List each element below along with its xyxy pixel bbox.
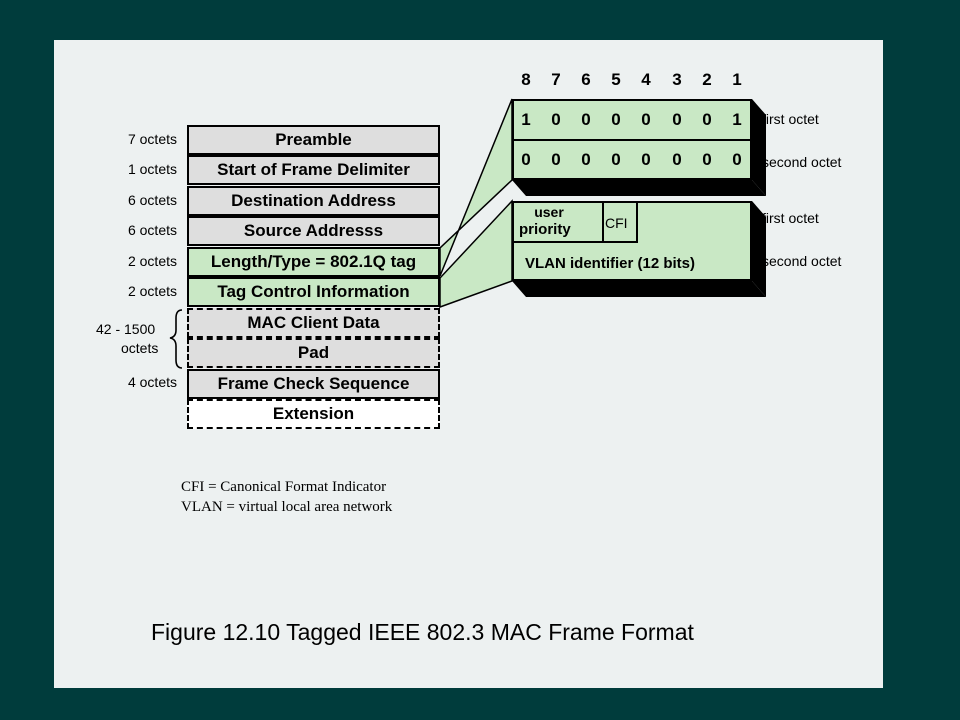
size-label-preamble: 7 octets — [127, 131, 177, 147]
tci-wedge — [439, 199, 513, 309]
tag-type-box-shadow-side — [752, 99, 766, 196]
octet-divider — [514, 139, 750, 141]
user-priority-line2: priority — [519, 221, 571, 238]
bit-value: 0 — [702, 150, 712, 169]
tag-type-box — [512, 99, 752, 180]
bit-value: 0 — [521, 150, 531, 169]
cfi-cell: CFI — [602, 203, 638, 243]
frame-row-extension: Extension — [187, 399, 440, 429]
size-label-fcs: 4 octets — [127, 374, 177, 390]
bit-number: 3 — [672, 70, 682, 89]
bit-number: 8 — [521, 70, 531, 89]
size-label-sfd: 1 octets — [127, 161, 177, 177]
figure-caption: Figure 12.10 Tagged IEEE 802.3 MAC Frame… — [151, 619, 694, 645]
bit-value: 0 — [672, 150, 682, 169]
bit-value: 0 — [672, 110, 682, 129]
bit-value: 0 — [551, 110, 561, 129]
frame-row-length-type: Length/Type = 802.1Q tag — [187, 247, 440, 277]
tag-type-box-shadow — [512, 180, 766, 196]
cfi-label: CFI — [605, 215, 628, 231]
bit-value: 0 — [611, 150, 621, 169]
tci-first-octet-label: first octet — [762, 210, 819, 226]
bit-number: 1 — [732, 70, 742, 89]
tag-type-second-octet-label: second octet — [762, 154, 842, 170]
tci-box-shadow — [512, 281, 766, 297]
bit-value: 0 — [581, 150, 591, 169]
bit-value: 0 — [551, 150, 561, 169]
frame-row-preamble: Preamble — [187, 125, 440, 155]
vlan-identifier: VLAN identifier (12 bits) — [525, 255, 696, 272]
tag-type-first-octet-label: first octet — [762, 111, 819, 127]
frame-row-destination: Destination Address — [187, 186, 440, 216]
frame-row-fcs: Frame Check Sequence — [187, 369, 440, 399]
frame-row-source: Source Addresss — [187, 216, 440, 246]
bit-number: 6 — [581, 70, 591, 89]
bit-value: 0 — [641, 110, 651, 129]
note-cfi: CFI = Canonical Format Indicator — [181, 479, 387, 495]
frame-row-pad: Pad — [187, 338, 440, 368]
bit-number: 2 — [702, 70, 712, 89]
note-vlan: VLAN = virtual local area network — [181, 499, 393, 515]
size-label-data-pad-line1: 42 - 1500 — [96, 321, 156, 337]
bit-number: 5 — [611, 70, 621, 89]
tci-second-octet-label: second octet — [762, 253, 842, 269]
data-pad-brace — [169, 309, 183, 369]
bit-number: 7 — [551, 70, 561, 89]
frame-row-tci: Tag Control Information — [187, 277, 440, 307]
size-label-source: 6 octets — [127, 222, 177, 238]
size-label-destination: 6 octets — [127, 192, 177, 208]
bit-value: 0 — [581, 110, 591, 129]
bit-value: 0 — [611, 110, 621, 129]
size-label-data-pad-line2: octets — [121, 340, 159, 356]
tci-box-shadow-side — [752, 201, 766, 297]
bit-value: 1 — [732, 110, 742, 129]
size-label-tci: 2 octets — [127, 283, 177, 299]
bit-value: 0 — [641, 150, 651, 169]
size-label-length-type: 2 octets — [127, 253, 177, 269]
bit-value: 0 — [702, 110, 712, 129]
bit-number: 4 — [641, 70, 651, 89]
user-priority-line1: user — [534, 204, 564, 220]
frame-row-sfd: Start of Frame Delimiter — [187, 155, 440, 185]
bit-value: 0 — [732, 150, 742, 169]
tci-box: user priority CFI VLAN identifier (12 bi… — [512, 201, 752, 281]
user-priority-cell: user priority — [514, 203, 604, 243]
bit-value: 1 — [521, 110, 531, 129]
frame-row-client-data: MAC Client Data — [187, 308, 440, 338]
